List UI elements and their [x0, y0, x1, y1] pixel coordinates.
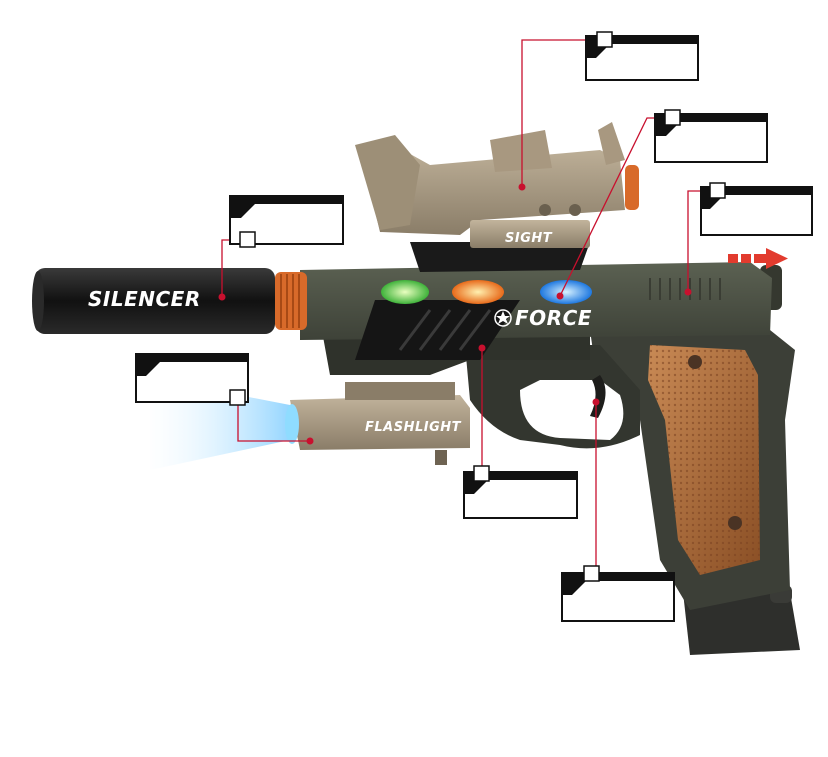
grip-screw — [728, 516, 742, 530]
led-green — [381, 280, 429, 304]
silencer — [35, 268, 275, 334]
force-label: FORCE — [515, 306, 592, 330]
led-orange — [452, 280, 504, 304]
callout-box-6 — [463, 465, 578, 519]
scope-body — [360, 140, 625, 235]
scope-orange-cap — [625, 165, 639, 210]
scope-hood — [355, 135, 420, 230]
flashlight-lens — [285, 404, 299, 444]
sight-label: SIGHT — [505, 231, 553, 246]
callout-box-1 — [585, 31, 699, 81]
callout-dots — [218, 183, 692, 445]
callout-box-2 — [654, 109, 768, 163]
led-blue — [540, 280, 592, 304]
callout-box-7 — [561, 565, 675, 622]
flashlight-label: FLASHLIGHT — [365, 420, 462, 435]
top-rail — [410, 242, 590, 272]
scope-mount — [470, 220, 590, 248]
callout-box-4 — [229, 195, 344, 248]
silencer-label: SILENCER — [88, 287, 201, 311]
slide-serrations — [649, 278, 721, 300]
side-rail-panel — [355, 300, 520, 360]
scope-top-turret — [490, 130, 552, 172]
flashlight-body — [290, 395, 470, 450]
red-arrow-icon — [728, 248, 788, 269]
grip-screw — [688, 355, 702, 369]
flashlight-mount — [345, 382, 455, 400]
silencer-ring — [275, 272, 307, 330]
star-icon — [494, 309, 512, 327]
trigger — [590, 375, 606, 418]
callout-box-3 — [700, 182, 813, 236]
callout-box-5 — [135, 353, 249, 406]
